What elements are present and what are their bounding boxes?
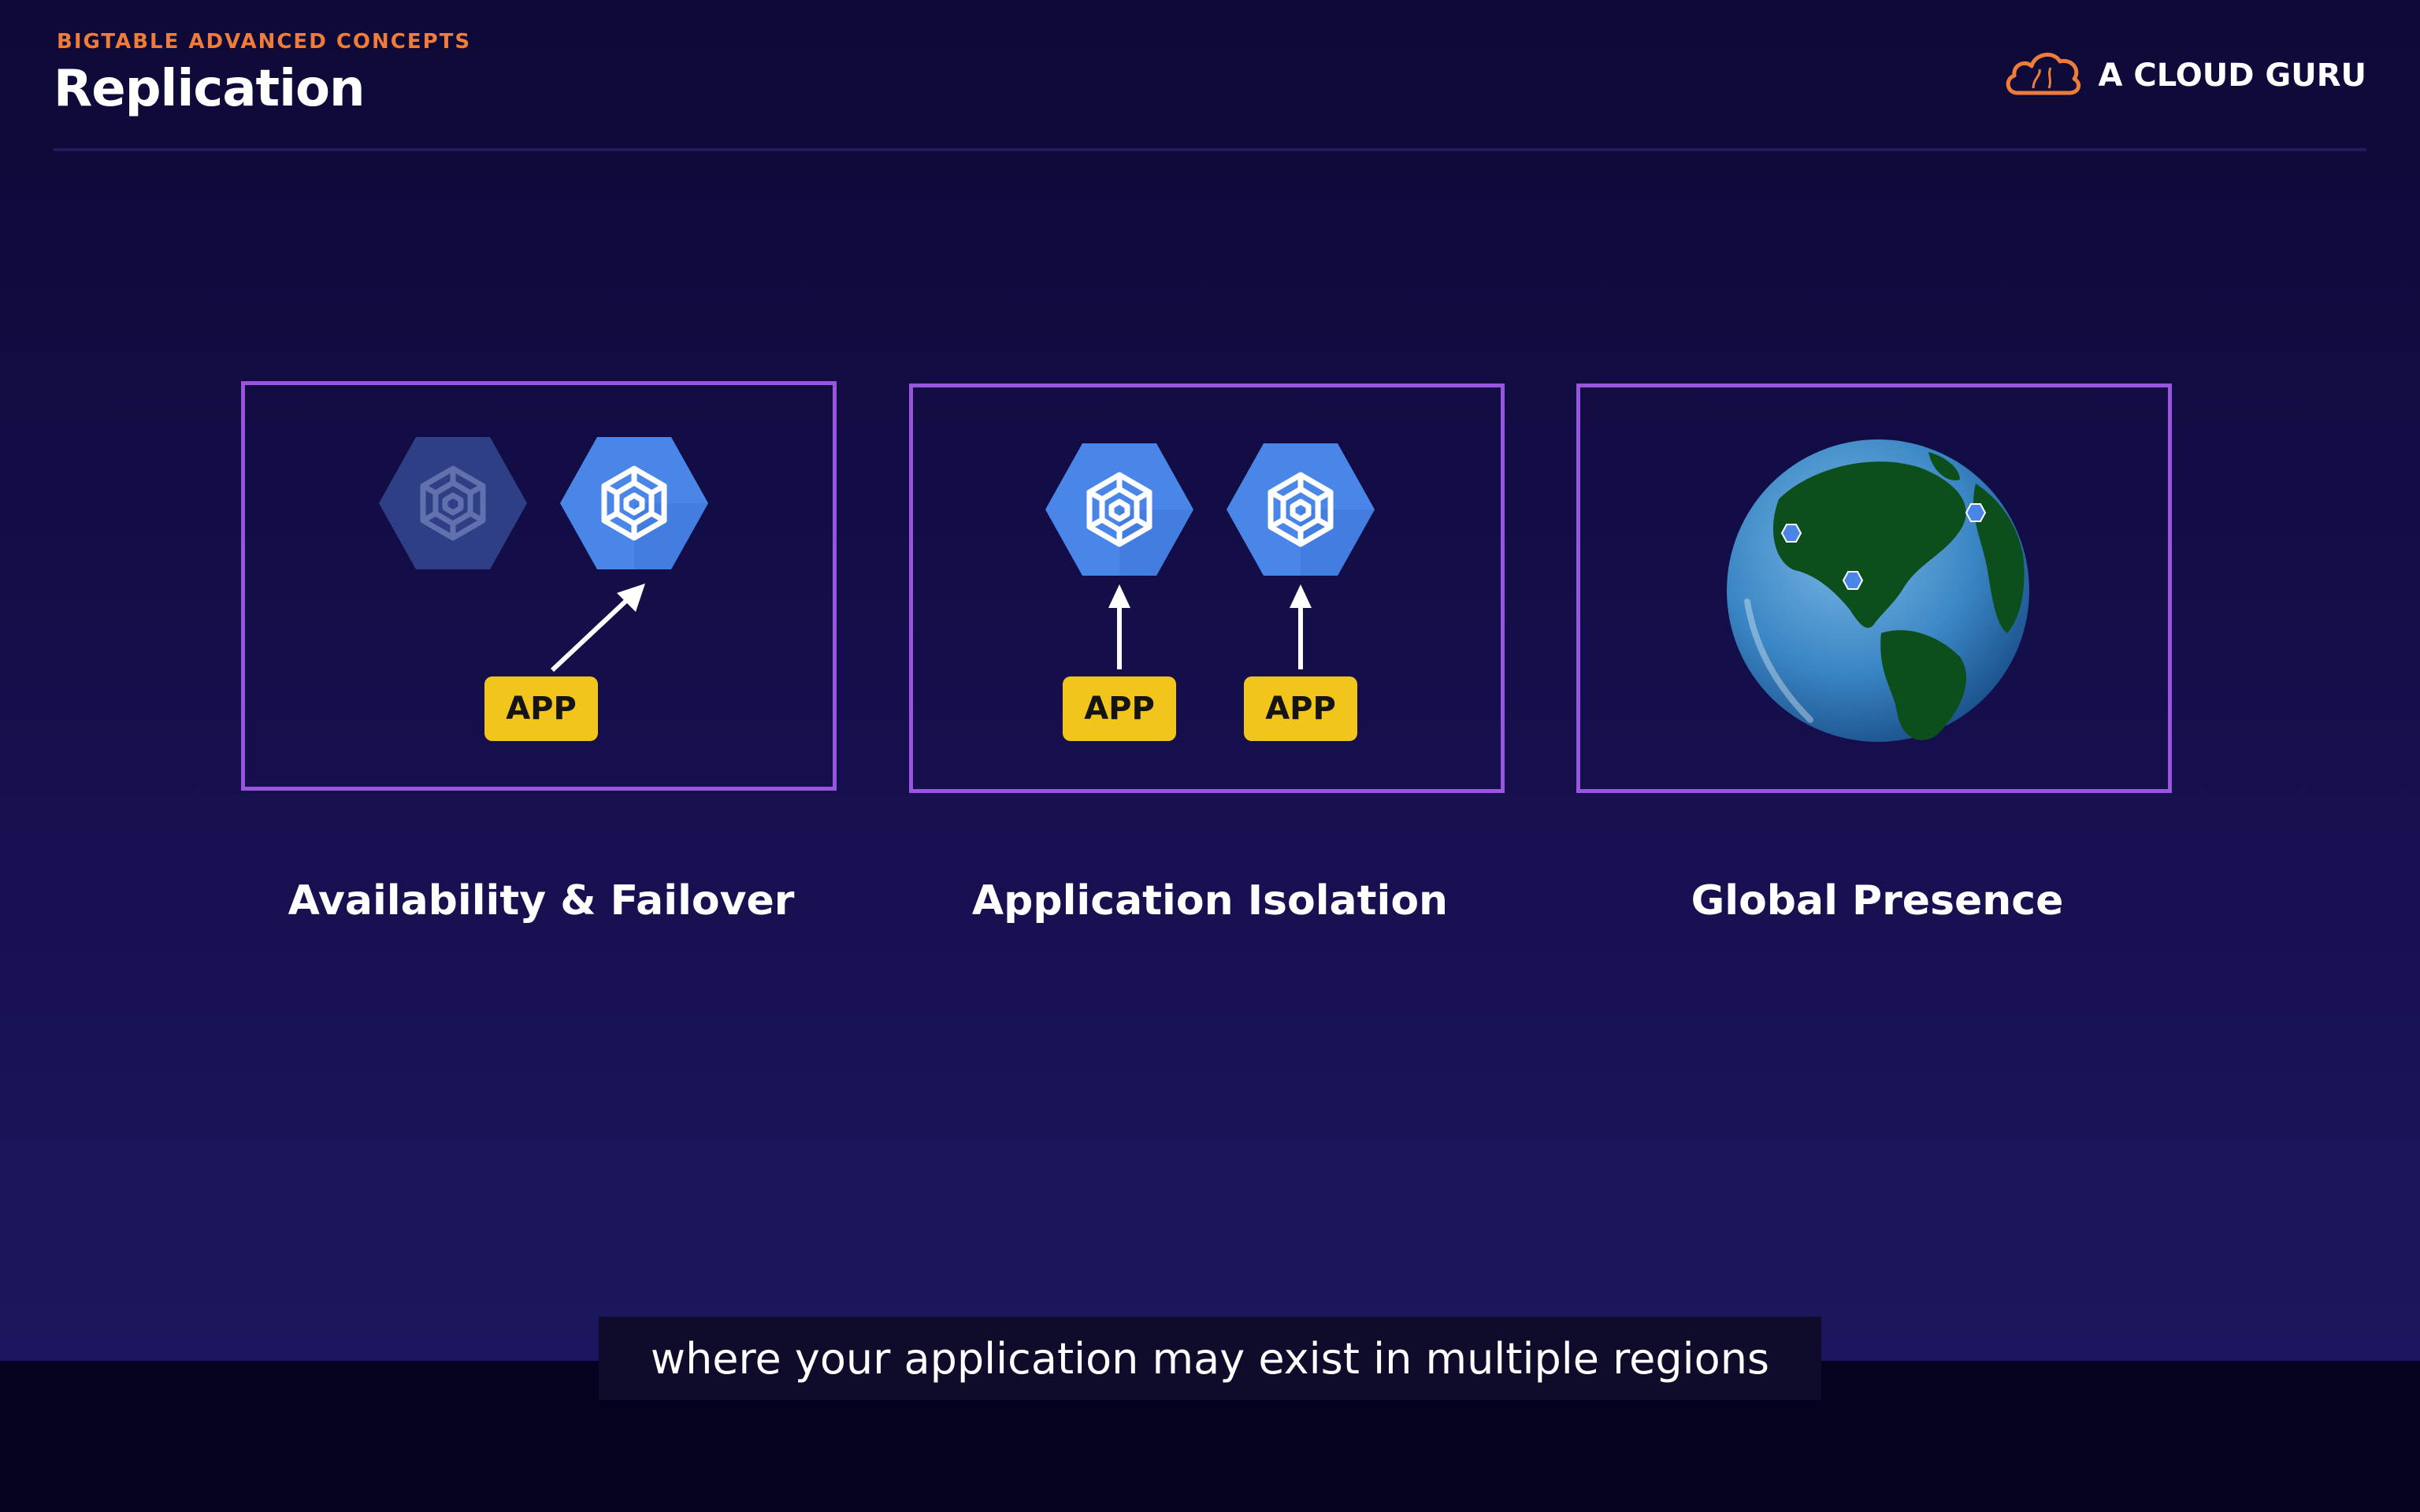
app-badge: APP (1244, 676, 1357, 741)
brand-name: A CLOUD GURU (2098, 57, 2366, 94)
globe-icon (1727, 439, 2029, 742)
section-label: BIGTABLE ADVANCED CONCEPTS (57, 30, 472, 54)
bigtable-icon-dimmed (379, 437, 527, 569)
bigtable-icon (560, 437, 708, 569)
bigtable-marker-icon (1780, 503, 1987, 590)
up-arrow-icon (1290, 584, 1312, 669)
bigtable-icon (1045, 443, 1193, 576)
up-arrow-icon (1108, 584, 1130, 669)
app-badge: APP (484, 676, 598, 741)
caption-global-presence: Global Presence (1691, 877, 2064, 925)
brand-logo: A CLOUD GURU (2002, 46, 2366, 106)
diagonal-arrow-icon (550, 584, 645, 673)
page-title: Replication (54, 60, 366, 118)
caption-availability-failover: Availability & Failover (288, 877, 795, 925)
cloud-icon (2002, 47, 2084, 104)
subtitle-caption: where your application may exist in mult… (599, 1317, 1821, 1400)
slide: BIGTABLE ADVANCED CONCEPTS Replication A… (0, 0, 2420, 1361)
caption-application-isolation: Application Isolation (971, 877, 1449, 925)
panel-application-isolation: APP APP (909, 384, 1505, 793)
panel-availability-failover: APP (241, 381, 837, 791)
subtitle-text: where your application may exist in mult… (650, 1333, 1770, 1384)
panel-global-presence (1576, 384, 2172, 793)
bigtable-icon (1227, 443, 1375, 576)
app-badge: APP (1063, 676, 1176, 741)
header-divider (54, 148, 2366, 151)
